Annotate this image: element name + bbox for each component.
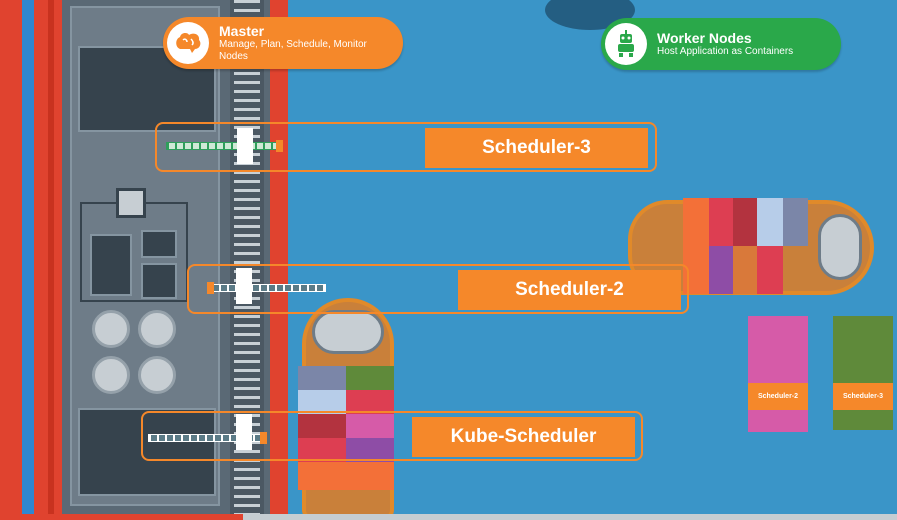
crane-light	[260, 432, 267, 444]
ship-container	[733, 198, 757, 246]
ship-container	[298, 366, 346, 390]
ship-container	[683, 198, 709, 246]
warehouse-bottom	[78, 408, 216, 496]
ship-container	[298, 462, 394, 490]
bottom-bar	[0, 514, 897, 520]
crane-light	[276, 140, 283, 152]
brain-icon	[167, 22, 209, 64]
ship-container	[783, 198, 808, 246]
crane-arm	[210, 284, 326, 292]
warehouse-top	[78, 46, 216, 132]
storage-tank	[138, 356, 176, 394]
ship-container	[346, 366, 394, 390]
worker-legend[interactable]: Worker Nodes Host Application as Contain…	[601, 18, 841, 70]
control-building-2	[141, 230, 177, 258]
control-tower	[116, 188, 146, 218]
ship-container	[757, 246, 783, 294]
progress-fill	[0, 514, 243, 520]
ship-container	[757, 198, 783, 246]
ship-container	[298, 438, 346, 462]
ship-container	[346, 414, 394, 438]
storage-tank	[92, 310, 130, 348]
ship-container	[733, 246, 757, 294]
control-building-3	[141, 263, 177, 299]
dock-stripe	[22, 0, 34, 520]
scheduler-3-label: Scheduler-3	[425, 128, 648, 168]
node-container-label: Scheduler-3	[833, 383, 893, 410]
scheduler-3-row[interactable]	[155, 122, 657, 172]
crane-light	[207, 282, 214, 294]
storage-tank	[92, 356, 130, 394]
worker-ship-cabin	[818, 214, 862, 280]
control-building-1	[90, 234, 132, 296]
dock-line	[48, 0, 54, 520]
node-container-scheduler-3[interactable]	[833, 316, 893, 430]
ship-container	[346, 390, 394, 414]
ship-container	[709, 198, 733, 246]
crane-arm	[166, 142, 278, 150]
master-legend[interactable]: Master Manage, Plan, Schedule, Monitor N…	[163, 17, 403, 69]
ship-container	[709, 246, 733, 294]
crane-head	[236, 268, 252, 304]
ship-container	[298, 414, 346, 438]
node-container-scheduler-2[interactable]	[748, 316, 808, 432]
node-container-label: Scheduler-2	[748, 383, 808, 410]
scheduler-2-row[interactable]	[187, 264, 689, 314]
kube-scheduler-label: Kube-Scheduler	[412, 417, 635, 457]
robot-icon	[605, 23, 647, 65]
ship-container	[298, 390, 346, 414]
kube-scheduler-row[interactable]	[141, 411, 643, 461]
worker-ship-cabin	[312, 310, 384, 354]
master-title: Master	[219, 23, 265, 39]
dock-right-edge	[270, 0, 288, 520]
worker-title: Worker Nodes	[657, 30, 752, 46]
crane-head	[237, 128, 253, 164]
worker-subtitle: Host Application as Containers	[657, 46, 794, 57]
storage-tank	[138, 310, 176, 348]
crane-head	[236, 414, 252, 450]
master-subtitle: Manage, Plan, Schedule, Monitor Nodes	[219, 39, 367, 62]
ship-container	[346, 438, 394, 462]
scheduler-2-label: Scheduler-2	[458, 270, 681, 310]
